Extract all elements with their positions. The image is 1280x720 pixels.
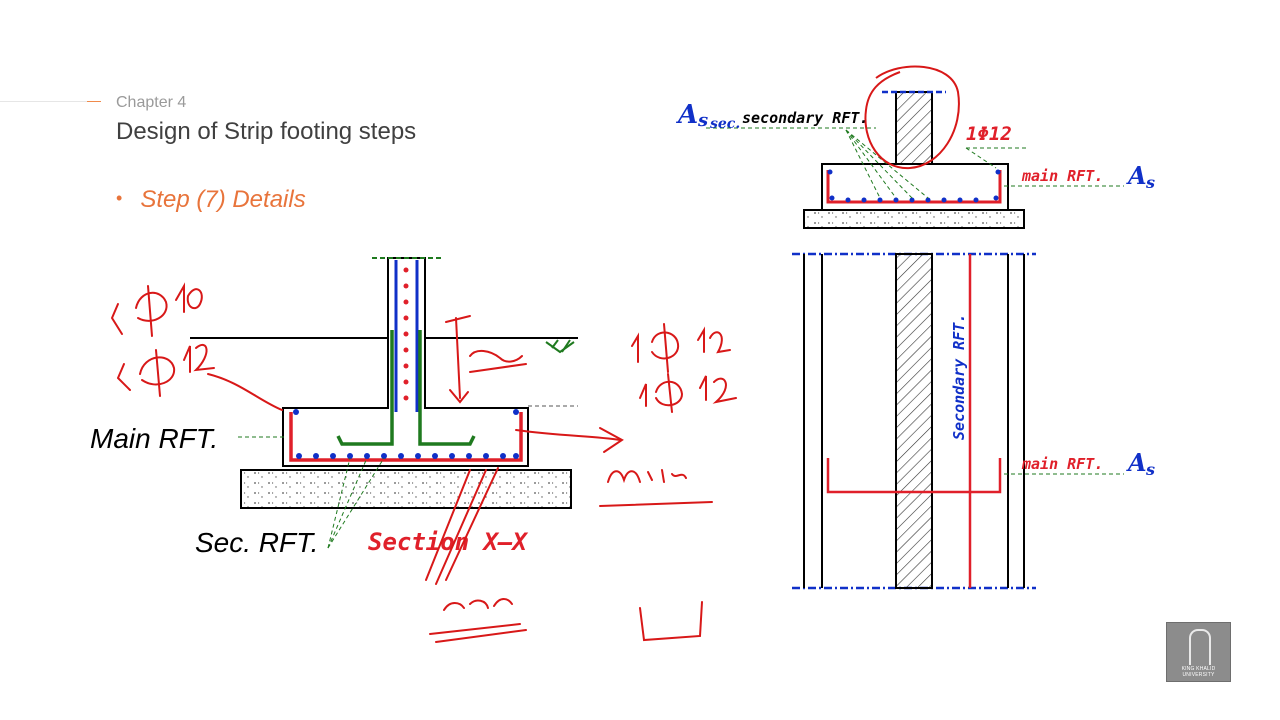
secondary-dots-top-view (827, 169, 1001, 203)
pc-base-top-view (803, 209, 1025, 229)
handwritten-annotations-left (111, 282, 737, 643)
ground-symbol-icon (545, 339, 575, 354)
sec-rft-leaders (327, 457, 385, 549)
logo-text: KING KHALID UNIVERSITY (1181, 666, 1216, 678)
header-rule (0, 101, 100, 102)
section-xx: Main RFT. Sec. RFT. Section X–X (90, 257, 578, 558)
column-top-view (895, 91, 933, 165)
main-rft-label: Main RFT. (90, 423, 218, 454)
column-bar-dots (403, 267, 409, 401)
as-sec-subscript: s (697, 110, 708, 131)
main-rft-top-as-sub: s (1145, 173, 1155, 192)
footing-outline (282, 257, 529, 467)
plan-section: A s sec. secondary RFT. 1Φ12 main RFT. A… (675, 65, 1155, 590)
main-rebar (289, 412, 523, 462)
circle-annotation (864, 65, 960, 170)
main-rft-bottom-as-sub: s (1145, 460, 1155, 479)
main-rft-top-label: main RFT. (1021, 167, 1103, 185)
sec-rft-label: Sec. RFT. (195, 527, 318, 558)
main-rebar-plan-view (826, 458, 1002, 494)
step-bullet-text: Step (7) Details (140, 186, 306, 213)
starter-bar-left (336, 330, 394, 446)
main-rft-top-as: A (1126, 161, 1147, 190)
header-rule-accent (87, 101, 101, 102)
emblem-icon (1189, 629, 1211, 665)
bullet-dot-icon: • (116, 188, 123, 208)
secondary-rft-label: secondary RFT. (742, 109, 868, 127)
starter-bar-right (418, 330, 476, 446)
main-rebar-top-view (826, 170, 1002, 204)
secondary-rft-vertical-label: Secondary RFT. (950, 314, 968, 440)
bar-top-label: 1Φ12 (966, 123, 1012, 145)
slide-title: Design of Strip footing steps (116, 118, 417, 145)
chapter-label: Chapter 4 (116, 94, 187, 111)
as-sec-subsubscript: sec. (710, 116, 740, 132)
section-label: Section X–X (368, 528, 528, 556)
wall-plan-view (895, 253, 933, 589)
main-rft-bottom-label: main RFT. (1021, 455, 1103, 473)
university-logo: KING KHALID UNIVERSITY (1166, 622, 1231, 682)
top-leaders (706, 127, 1124, 199)
as-sec-symbol: A (675, 100, 698, 130)
plain-concrete-base (240, 469, 572, 509)
main-rft-bottom-as: A (1126, 448, 1147, 477)
secondary-bar-dots (293, 409, 519, 459)
step-bullet: • Step (7) Details (116, 186, 306, 214)
